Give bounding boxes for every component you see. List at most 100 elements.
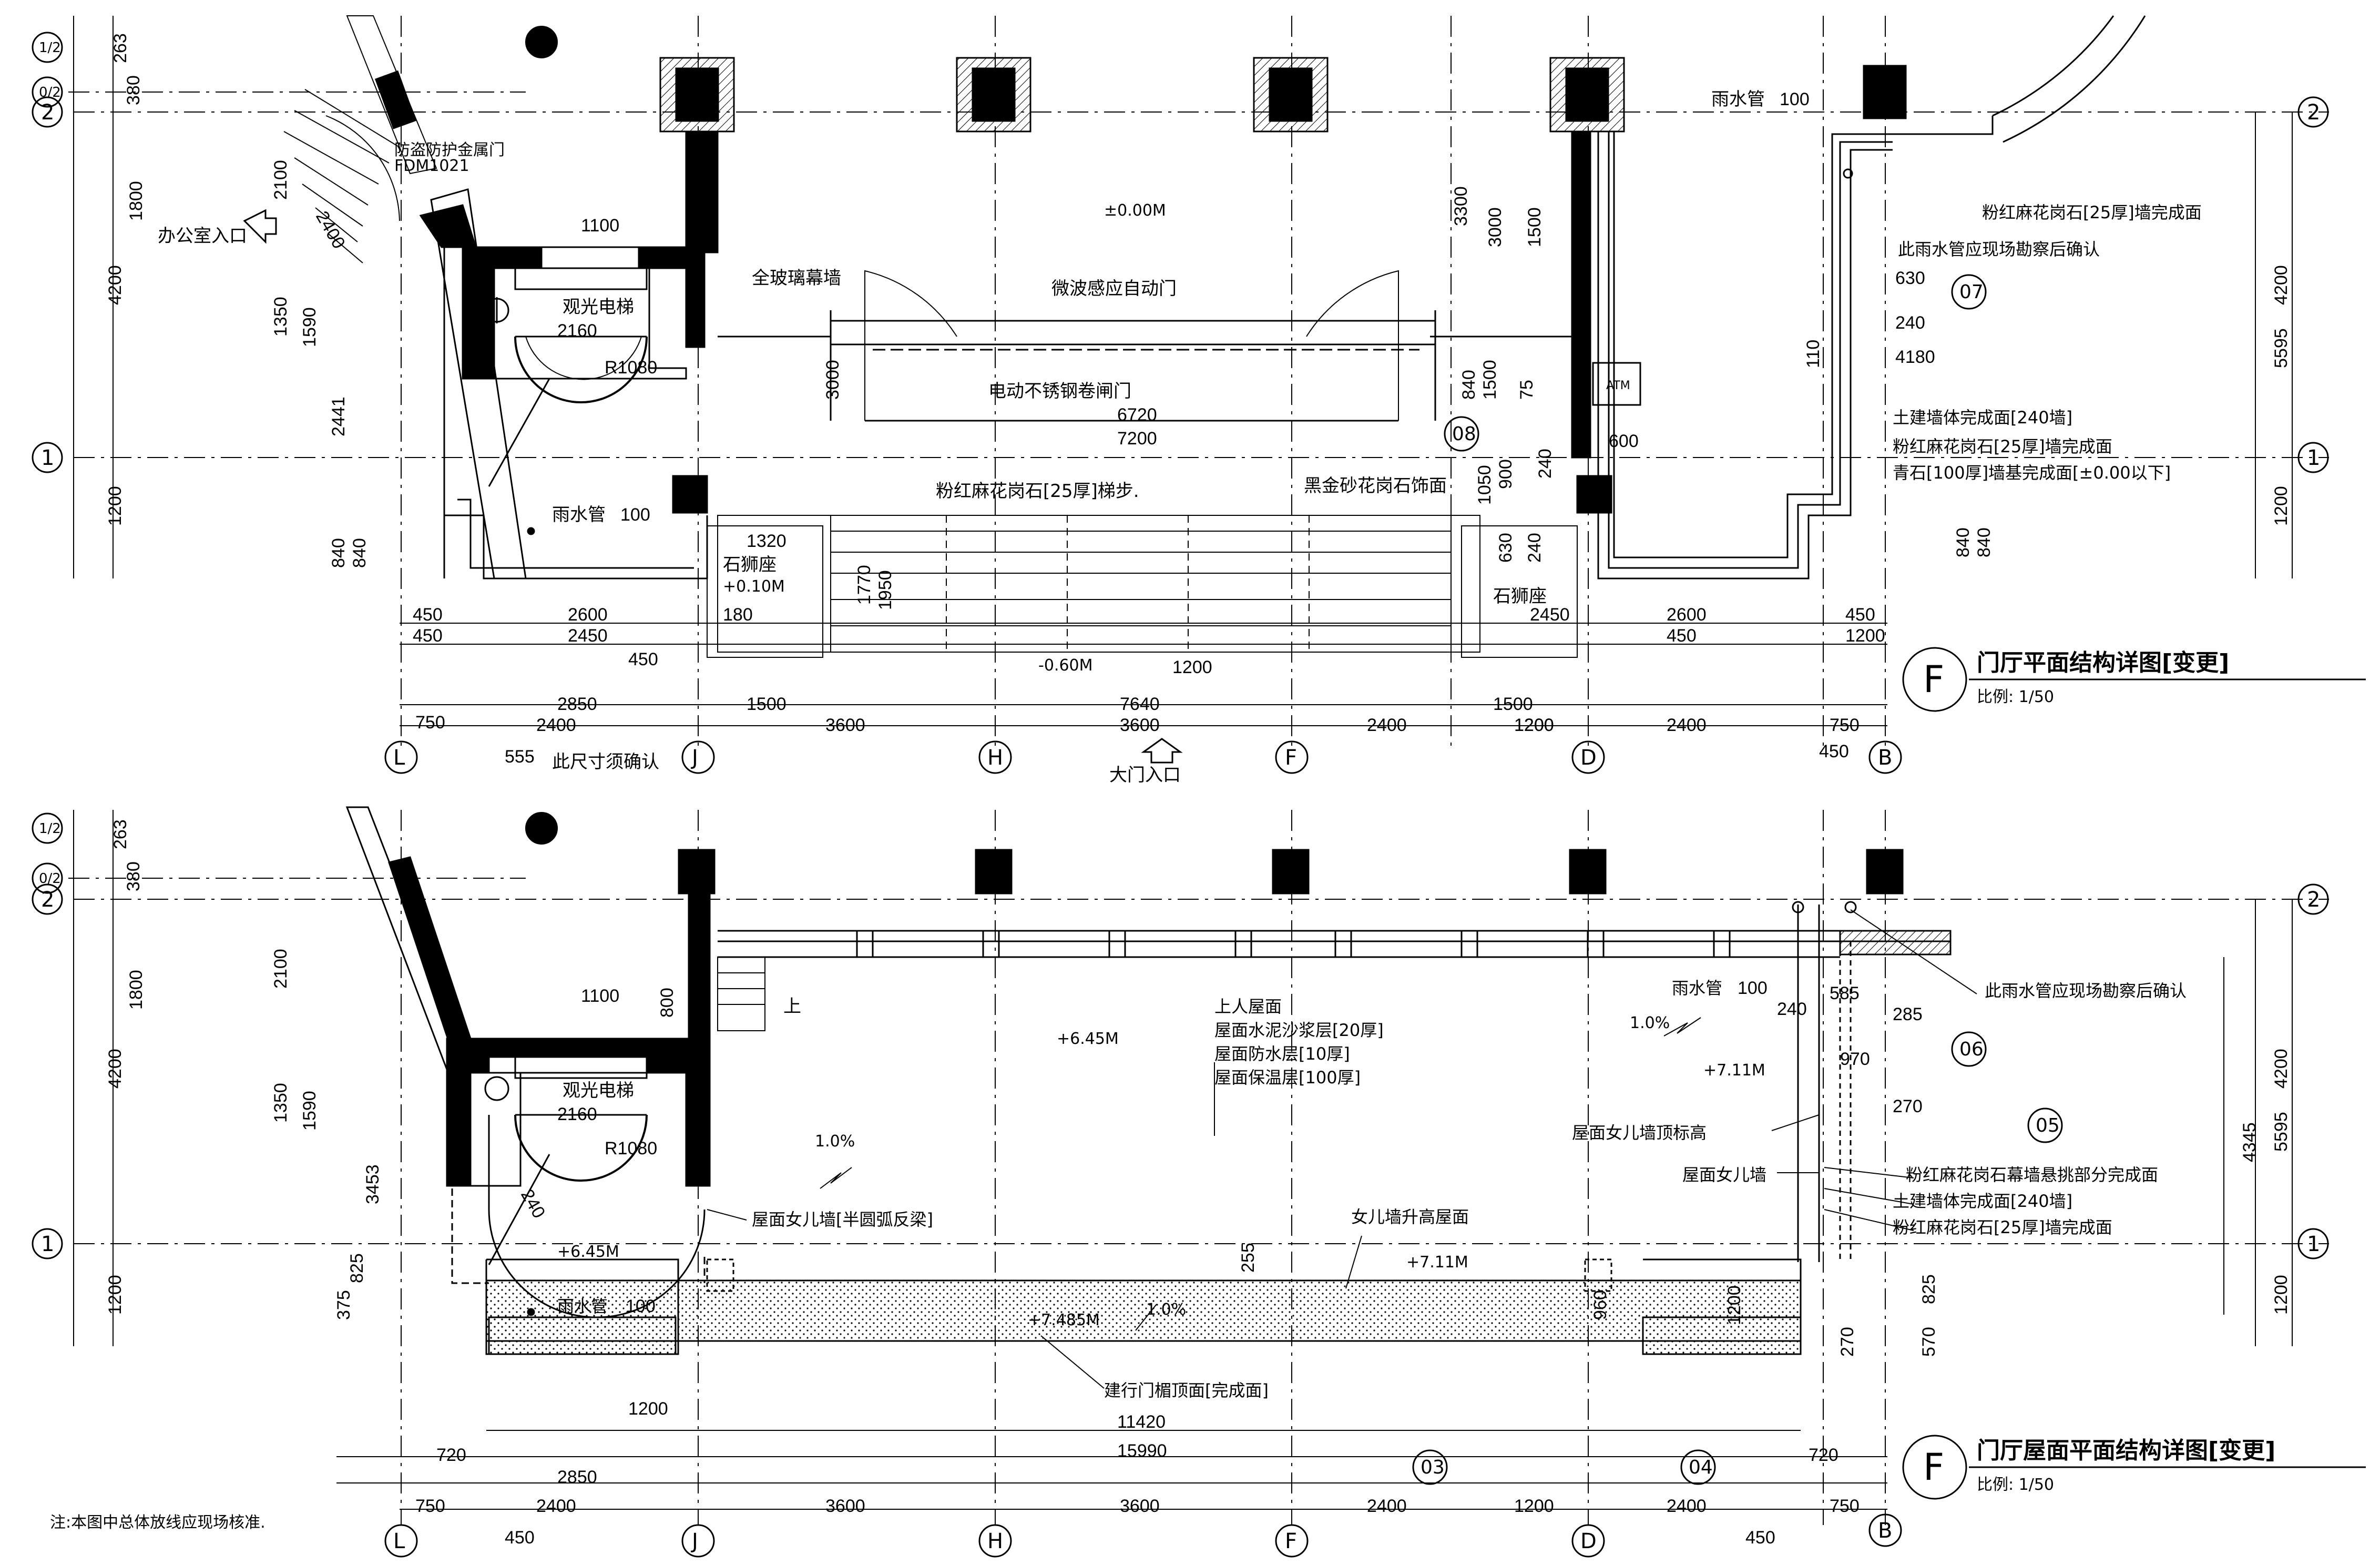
dim-u-240a: 1050	[1475, 465, 1495, 505]
dim-l-960: 960	[1590, 1290, 1610, 1320]
level-711-label: +7.11M	[1703, 1061, 1765, 1080]
upper-glass-wall	[718, 270, 1577, 422]
dim-u-r1-1: 2850	[557, 694, 597, 714]
dim-u-r1-5: 1200	[1514, 715, 1554, 735]
lower-canopy	[485, 1017, 1802, 1355]
axis-F-top: F	[1285, 746, 1297, 770]
lower-elevator-label: 观光电梯	[563, 1080, 634, 1101]
dim-l-1200b: 1200	[628, 1399, 668, 1419]
parapet-arc-label: 屋面女儿墙[半圆弧反梁]	[752, 1210, 933, 1229]
dim-l-585: 585	[1830, 983, 1860, 1003]
lower-rain-pipe-left-label: 雨水管	[557, 1296, 608, 1316]
door-fdm-label: 防盗防护金属门	[394, 141, 505, 159]
lower-axis-lines	[68, 810, 2329, 1525]
callout-05-marker	[2027, 1107, 2063, 1143]
dim-u-450c: 450	[1845, 605, 1875, 625]
dim-u-180b: 2450	[1530, 605, 1570, 625]
dim-l-l-263: 263	[110, 819, 130, 849]
elevator-label: 观光电梯	[563, 297, 634, 318]
lion-left-label: 石狮座	[723, 554, 777, 575]
level-645b-label: +6.45M	[557, 1243, 619, 1261]
rain-pipe-right-label: 雨水管	[1711, 89, 1765, 110]
dim-l-720b: 720	[1809, 1445, 1838, 1465]
lower-title: 门厅屋面平面结构详图[变更]	[1977, 1437, 2275, 1464]
confirm-label: 此尺寸须确认	[552, 751, 659, 773]
dim-u-l-4200: 4200	[105, 265, 125, 305]
parapet-label: 屋面女儿墙	[1682, 1165, 1766, 1185]
pipe-size-left: 100	[620, 505, 650, 525]
dim-u-r1-4: 1500	[1493, 694, 1533, 714]
dim-u-1500a: 1500	[1480, 360, 1500, 400]
dim-u-r2-2: 3600	[1120, 715, 1160, 735]
level-7485-label: +7.485M	[1028, 1311, 1100, 1329]
main-entry-arrow	[1141, 738, 1183, 764]
callout-08-text: 08	[1452, 423, 1476, 445]
upper-dim-lines	[73, 16, 2293, 726]
lower-pipe-confirm-label: 此雨水管应现场勘察后确认	[1985, 981, 2187, 1001]
dim-u-r-840b: 840	[1974, 527, 1994, 557]
dim-l-2400a: 2400	[536, 1496, 576, 1516]
upper-right-walls	[1571, 15, 2146, 580]
lower-axis-letters: L J H F D B 1/2 0/2 2 1 2 1	[39, 821, 2320, 1553]
callout-06-marker	[1951, 1031, 1987, 1067]
dim-u-450f: 450	[1819, 741, 1849, 761]
axis-02-top: 0/2	[39, 85, 61, 100]
dim-l-l-2100: 2100	[271, 949, 291, 989]
dim-u-2600b: 450	[1667, 626, 1697, 646]
dim-l-l-1350: 1350	[271, 1083, 291, 1123]
upper-axis-letters: L J H F D B 1/2 0/2 2 1 2 1	[39, 40, 2320, 770]
dim-l-255: 255	[1238, 1243, 1258, 1273]
dim-l-r-825: 825	[1919, 1274, 1939, 1304]
upper-columns	[659, 57, 1907, 514]
lower-up-label: 上	[783, 996, 801, 1017]
dim-u-r1-0: 750	[415, 713, 445, 733]
axis-1-right-bottom: 1	[2307, 1232, 2320, 1256]
dim-l-750b: 750	[1830, 1496, 1860, 1516]
axis-D-bottom: D	[1580, 1529, 1597, 1553]
upper-dims-bottom: 750 2850 1500 7640 1500 1200 750 2400 36…	[413, 216, 1935, 767]
axis-J-top: J	[690, 746, 698, 770]
dim-u-1500b: 75	[1517, 380, 1537, 400]
lower-dims-side: 263 380 2100 1800 4200 1350 1590 3453 12…	[105, 819, 2291, 1357]
dim-l-l-1200: 1200	[105, 1275, 125, 1315]
lower-pipe-left-size: 100	[626, 1296, 656, 1316]
lower-title-circle	[1902, 1435, 1967, 1500]
upper-stair	[283, 15, 558, 263]
dim-u-450d: 1200	[1845, 626, 1885, 646]
dim-u-l-1800: 1800	[126, 181, 146, 221]
dim-l-3600b: 3600	[1120, 1496, 1160, 1516]
dim-l-l-4200: 4200	[105, 1049, 125, 1089]
dim-u-630b: 240	[1525, 533, 1545, 563]
pipe-size-right: 100	[1780, 89, 1810, 109]
lion-right-label: 石狮座	[1493, 586, 1547, 607]
lower-ref-letter: F	[1923, 1446, 1944, 1489]
dim-u-r-4200: 4200	[2271, 265, 2291, 305]
office-entry-arrow	[243, 209, 277, 244]
dim-u-r1080: R1080	[605, 358, 657, 378]
canopy-top-label: 建行门楣顶面[完成面]	[1104, 1380, 1269, 1400]
axis-1-left-bottom: 1	[41, 1232, 54, 1256]
dim-l-r-570: 570	[1919, 1327, 1939, 1357]
dim-u-1050: 900	[1496, 459, 1516, 489]
slope-right-label: 1.0%	[1630, 1014, 1670, 1032]
dim-u-l-840b: 840	[350, 538, 370, 568]
dim-l-1200: 1200	[1514, 1496, 1554, 1516]
dim-l-800: 800	[657, 988, 677, 1018]
axis-D-top: D	[1580, 746, 1597, 770]
dim-u-75: 840	[1459, 370, 1479, 400]
dim-u-r2-4: 1200	[1514, 715, 1554, 735]
callout-04-text: 04	[1689, 1457, 1713, 1478]
office-entry-label: 办公室入口	[158, 226, 247, 247]
lower-stair	[525, 812, 765, 1031]
dim-u-3300: 3000	[1485, 207, 1505, 247]
dim-l-720a: 720	[436, 1445, 466, 1465]
axis-2-left-bottom: 2	[41, 888, 54, 912]
dim-u-180a: 180	[723, 605, 753, 625]
waterproof-label: 屋面防水层[10厚]	[1214, 1044, 1350, 1064]
lower-leaders	[707, 909, 1977, 1389]
dim-u-2450a: 2600	[568, 605, 608, 625]
dim-u-1770: 1770	[854, 565, 874, 605]
axis-B-top: B	[1878, 746, 1892, 770]
lower-axis-bubbles	[32, 812, 2329, 1558]
dim-u-l-840a: 840	[329, 538, 349, 568]
